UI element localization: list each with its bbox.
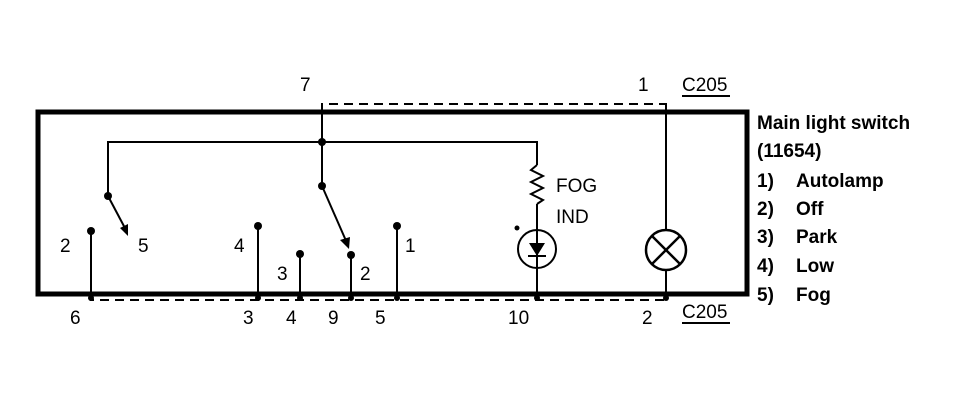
- legend-item-2-num: 2): [757, 199, 774, 220]
- pin-bottom-6: 6: [70, 308, 81, 329]
- terminal-4: [297, 295, 303, 301]
- middle-switch-arrow: [340, 237, 350, 249]
- fog-ind-label-1: FOG: [556, 176, 597, 197]
- switch-housing: [35, 109, 750, 297]
- legend-item-3-label: Park: [796, 227, 838, 248]
- left-switch-pivot: [104, 192, 112, 200]
- legend-item-4-label: Low: [796, 256, 834, 277]
- lamp-icon: [644, 228, 688, 272]
- contact-2-left-dot: [87, 227, 95, 235]
- pin-bottom-3: 3: [243, 308, 254, 329]
- legend-item-4-num: 4): [757, 256, 774, 277]
- connector-top-name: C205: [682, 75, 727, 96]
- contact-mid-4: 4: [234, 236, 245, 257]
- pin-bottom-4: 4: [286, 308, 297, 329]
- legend-item-1-num: 1): [757, 171, 774, 192]
- contact-left-5: 5: [138, 236, 149, 257]
- pin-bottom-9: 9: [328, 308, 339, 329]
- legend-item-5-num: 5): [757, 285, 774, 306]
- legend-item-3-num: 3): [757, 227, 774, 248]
- legend-item-2-label: Off: [796, 199, 824, 220]
- legend-item-1-label: Autolamp: [796, 171, 884, 192]
- bottom-terminals: [88, 295, 669, 301]
- lamp-cross-b: [651, 235, 681, 265]
- fog-ind-led-glow-icon: [514, 225, 520, 231]
- fog-ind-label-2: IND: [556, 207, 589, 228]
- contact-4-dot: [254, 222, 262, 230]
- pin-bottom-2: 2: [642, 308, 653, 329]
- legend-part-number: (11654): [757, 141, 821, 162]
- connector-bottom-name: C205: [682, 302, 727, 323]
- fog-ind-resistor: [528, 164, 546, 205]
- pin-bottom-10: 10: [508, 308, 529, 329]
- terminal-3: [255, 295, 261, 301]
- contact-left-2: 2: [60, 236, 71, 257]
- pin-top-1: 1: [638, 75, 649, 96]
- middle-switch-arm: [321, 185, 348, 244]
- terminal-9: [348, 295, 354, 301]
- terminal-10: [534, 295, 540, 301]
- terminal-2: [663, 295, 669, 301]
- left-switch-arrow: [120, 224, 128, 236]
- legend-item-5-label: Fog: [796, 285, 831, 306]
- pin-bottom-5: 5: [375, 308, 386, 329]
- terminal-5: [394, 295, 400, 301]
- contact-2-mid-dot: [347, 251, 355, 259]
- pin-top-7: 7: [300, 75, 311, 96]
- left-switch-arm: [107, 195, 127, 231]
- middle-switch-pivot-top: [318, 138, 326, 146]
- legend-title: Main light switch: [757, 113, 910, 134]
- contact-mid-1: 1: [405, 236, 416, 257]
- terminal-6: [88, 295, 94, 301]
- contact-1-dot: [393, 222, 401, 230]
- contact-mid-3: 3: [277, 264, 288, 285]
- contact-mid-2: 2: [360, 264, 371, 285]
- contact-3-dot: [296, 250, 304, 258]
